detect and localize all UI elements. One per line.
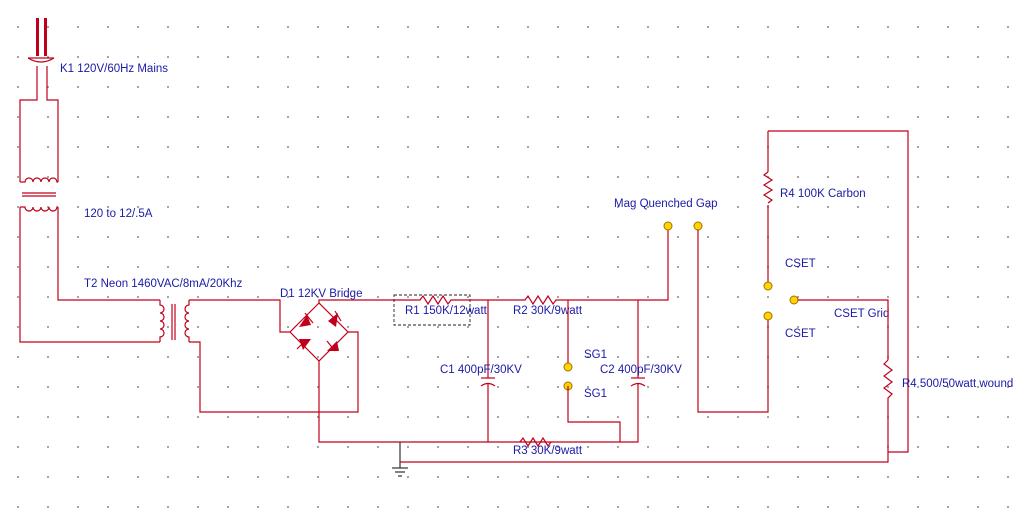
cset-bottom-label: CSET (785, 328, 816, 340)
sg1-top-label: SG1 (584, 349, 607, 361)
c1-label: C1 400pF/30KV (440, 364, 522, 376)
cset-top-label: CSET (785, 258, 816, 270)
spark-gap-icon (563, 362, 573, 391)
r4-top-label: R4 100K Carbon (780, 188, 866, 200)
resistor-icon (519, 436, 552, 448)
r3-label: R3 30K/9watt (513, 445, 583, 457)
isolation-label: 120 to 12/.5A (84, 208, 153, 220)
transformer-icon (159, 300, 190, 342)
mag-gap-label: Mag Quenched Gap (614, 198, 718, 210)
selection-box[interactable] (393, 294, 471, 326)
r1-label: R1 150K/12watt (405, 305, 488, 317)
bridge-rectifier-icon (289, 302, 349, 362)
neon-label: T2 Neon 1460VAC/8mA/20Khz (84, 278, 243, 290)
mains-label: K1 120V/60Hz Mains (60, 63, 168, 75)
cset-grid-label: CSET Grid (834, 308, 889, 320)
resistor-icon (762, 171, 774, 204)
r2-label: R2 30K/9watt (513, 305, 583, 317)
resistor-icon (883, 359, 893, 406)
sg1-bottom-label: SG1 (584, 388, 607, 400)
spark-gap-icon (663, 221, 703, 231)
ground-icon (392, 467, 408, 477)
bridge-label: D1 12KV Bridge (280, 288, 362, 300)
r4-bottom-label: R4 500/50watt wound (902, 378, 1013, 390)
c2-label: C2 400pF/30KV (600, 364, 682, 376)
plug-icon (27, 18, 55, 80)
resistor-icon (500, 228, 669, 306)
resistor-icon (395, 294, 500, 306)
transformer-icon (20, 177, 58, 212)
switch-icon (763, 281, 799, 321)
